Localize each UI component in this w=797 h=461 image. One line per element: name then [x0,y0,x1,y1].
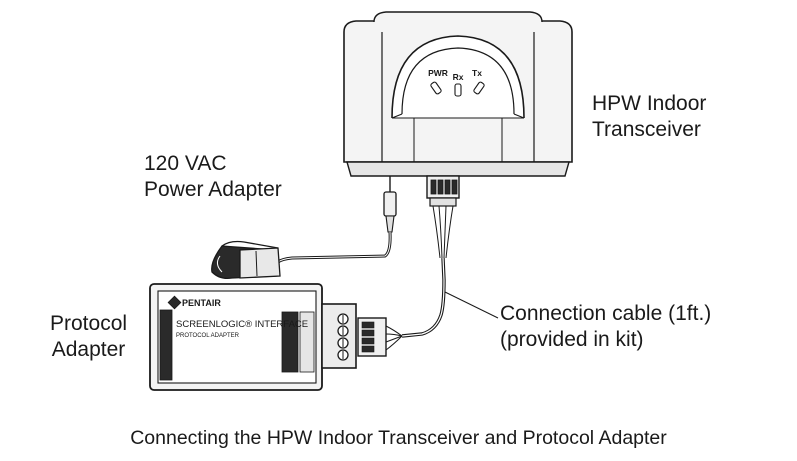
transceiver-label-line1: HPW Indoor [592,92,707,115]
protocol-adapter-label-line1: Protocol [50,312,128,335]
transceiver-connector [426,175,460,207]
status-leds: PWR Rx Tx [428,68,485,97]
connection-cable [385,205,499,351]
cable-label-line1: Connection cable (1ft.) [500,302,712,325]
power-cord [277,231,392,264]
power-adapter-label-line2: Power Adapter [144,178,282,201]
dc-power-plug [383,176,397,233]
transceiver-label-line2: Transceiver [592,118,701,141]
power-adapter-label: 120 VAC Power Adapter [144,151,282,203]
protocol-title: SCREENLOGIC® INTERFACE [176,319,308,330]
led-pwr-icon [430,81,442,95]
protocol-brand: PENTAIR [182,298,221,308]
led-rx-label: Rx [453,72,464,82]
led-rx-icon [454,83,462,97]
wall-power-adapter [211,240,281,280]
protocol-terminal-block [321,303,387,369]
pentair-logo-icon [167,295,182,310]
protocol-adapter-box [149,283,323,391]
protocol-subtitle: PROTOCOL ADAPTER [176,333,240,339]
cable-label-line2: (provided in kit) [500,328,644,351]
led-pwr-label: PWR [428,68,448,78]
protocol-adapter-label-line2: Adapter [51,338,126,361]
led-tx-label: Tx [472,68,482,78]
power-adapter-label-line1: 120 VAC [144,152,227,175]
protocol-adapter-label: Protocol Adapter [50,311,127,363]
transceiver-label: HPW Indoor Transceiver [592,91,706,143]
hpw-indoor-transceiver [343,11,573,177]
diagram-caption: Connecting the HPW Indoor Transceiver an… [130,427,667,449]
cable-label: Connection cable (1ft.) (provided in kit… [500,301,711,353]
led-tx-icon [473,81,485,95]
